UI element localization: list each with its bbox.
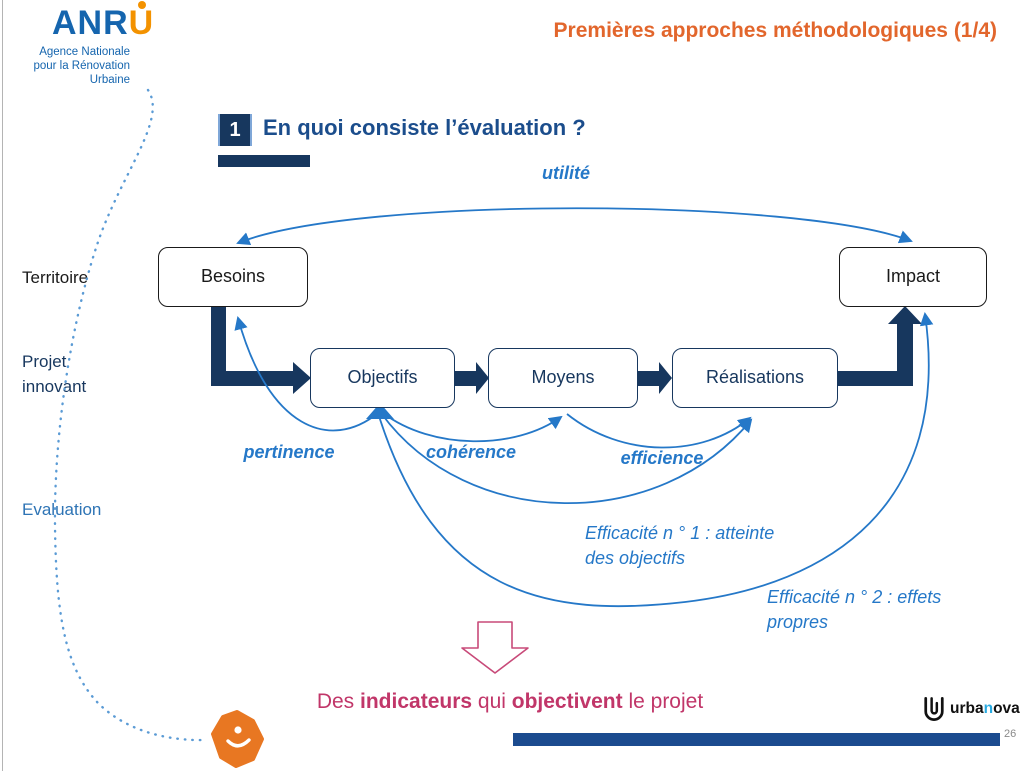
conclusion-bold2: objectivent: [511, 690, 623, 713]
urbanova-accent-letter: n: [983, 700, 994, 717]
anru-logo-u: U: [129, 1, 155, 43]
efficacite1-arc: [380, 412, 753, 505]
efficacite2-arc: [377, 311, 934, 608]
efficience-arc: [566, 413, 752, 449]
projet-line1: Projet: [22, 352, 67, 371]
side-label-projet-innovant: Projet innovant: [22, 349, 86, 399]
box-objectifs: Objectifs: [310, 348, 455, 408]
arrow-besoins-to-objectifs: [211, 307, 311, 394]
efficacite1-line2: des objectifs: [585, 548, 686, 568]
urbanova-wordmark: urbanova: [950, 700, 1020, 717]
box-realisations: Réalisations: [672, 348, 838, 408]
conclusion-part1: Des: [316, 690, 361, 713]
pertinence-arc: [234, 316, 379, 432]
france-map-icon: [211, 710, 264, 768]
label-pertinence: pertinence: [243, 442, 335, 462]
logo-subtitle-line1: Agence Nationale: [39, 46, 130, 58]
conclusion-part3: le projet: [622, 690, 704, 713]
page-number: 26: [1004, 728, 1017, 740]
side-label-evaluation: Evaluation: [22, 500, 102, 519]
conclusion-part2: qui: [472, 690, 512, 713]
arrow-moyens-to-realisations: [638, 362, 672, 394]
section-underline: [218, 155, 310, 167]
section-title: En quoi consiste l’évaluation ?: [263, 115, 586, 140]
label-efficience: efficience: [620, 448, 704, 468]
down-arrow-icon: [461, 621, 529, 674]
label-coherence: cohérence: [425, 442, 517, 462]
box-besoins: Besoins: [158, 247, 308, 307]
efficacite2-line2: propres: [767, 612, 829, 632]
slide-header-title: Premières approches méthodologiques (1/4…: [553, 19, 997, 42]
box-impact: Impact: [839, 247, 987, 307]
logo-subtitle-line2: pour la Rénovation: [33, 60, 130, 72]
arrow-realisations-to-impact: [838, 306, 922, 386]
urbanova-logo: urbanova: [921, 696, 1020, 722]
slide-left-edge: [2, 0, 3, 771]
logo-subtitle-line3: Urbaine: [89, 74, 130, 86]
conclusion-bold1: indicateurs: [360, 690, 473, 713]
objectifs-bottom-arrowhead: [366, 403, 394, 419]
projet-line2: innovant: [22, 377, 87, 396]
label-utilite: utilité: [542, 163, 590, 183]
anru-logo-subtitle: Agence Nationale pour la Rénovation Urba…: [18, 45, 130, 87]
anru-logo-dot: [137, 1, 146, 9]
box-moyens: Moyens: [488, 348, 638, 408]
conclusion-text: Des indicateurs qui objectivent le proje…: [280, 690, 740, 714]
coherence-arc: [382, 412, 563, 443]
paperclip-icon: [924, 697, 944, 721]
section-number-badge: 1: [218, 114, 252, 146]
efficacite2-line1: Efficacité n ° 2 : effets: [767, 587, 942, 607]
side-label-territoire: Territoire: [22, 268, 89, 287]
efficacite1-line1: Efficacité n ° 1 : atteinte: [585, 523, 775, 543]
anru-logo-letters: ANR: [52, 4, 129, 42]
footer-bar: [513, 733, 1000, 746]
utilite-arc: [236, 207, 913, 246]
arrow-objectifs-to-moyens: [455, 362, 489, 394]
label-efficacite-1: Efficacité n ° 1 : atteinte des objectif…: [585, 521, 774, 571]
dotted-path: [53, 88, 208, 742]
label-efficacite-2: Efficacité n ° 2 : effets propres: [767, 585, 941, 635]
